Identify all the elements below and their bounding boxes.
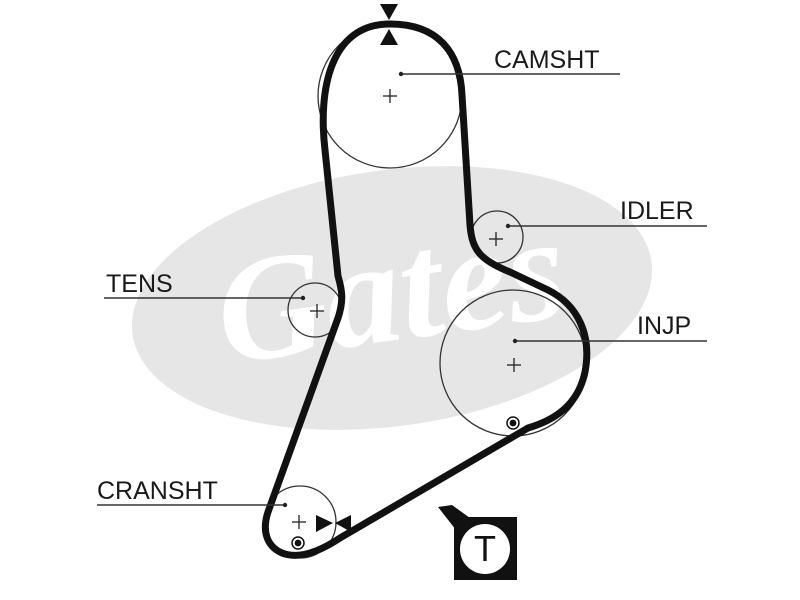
tension-badge-letter: T <box>474 528 496 569</box>
tension-badge-circle <box>460 524 510 574</box>
timing-belt <box>261 20 591 559</box>
idler-center-cross <box>489 232 503 246</box>
injection-pump-label: INJP <box>637 312 691 340</box>
injection-pump-leader <box>512 338 707 344</box>
tension-badge: T <box>438 505 517 580</box>
crankshaft-label: CRANSHT <box>97 477 218 505</box>
crankshaft-timing-mark-icon <box>316 515 351 532</box>
camshaft-label: CAMSHT <box>494 46 600 74</box>
camshaft-timing-mark-icon <box>380 4 398 45</box>
crankshaft-timing-dot-icon <box>291 536 305 550</box>
crankshaft-center-cross <box>292 515 306 529</box>
tensioner-label: TENS <box>106 270 173 298</box>
injection-pump-timing-dot-icon <box>506 416 520 430</box>
idler-label: IDLER <box>620 197 694 225</box>
tensioner-center-cross <box>310 304 324 318</box>
crankshaft-leader <box>97 502 288 508</box>
camshaft-leader <box>398 71 620 77</box>
camshaft-center-cross <box>383 89 397 103</box>
tensioner-leader <box>104 295 306 301</box>
idler-leader <box>505 223 707 229</box>
injection-pump-center-cross <box>507 358 521 372</box>
